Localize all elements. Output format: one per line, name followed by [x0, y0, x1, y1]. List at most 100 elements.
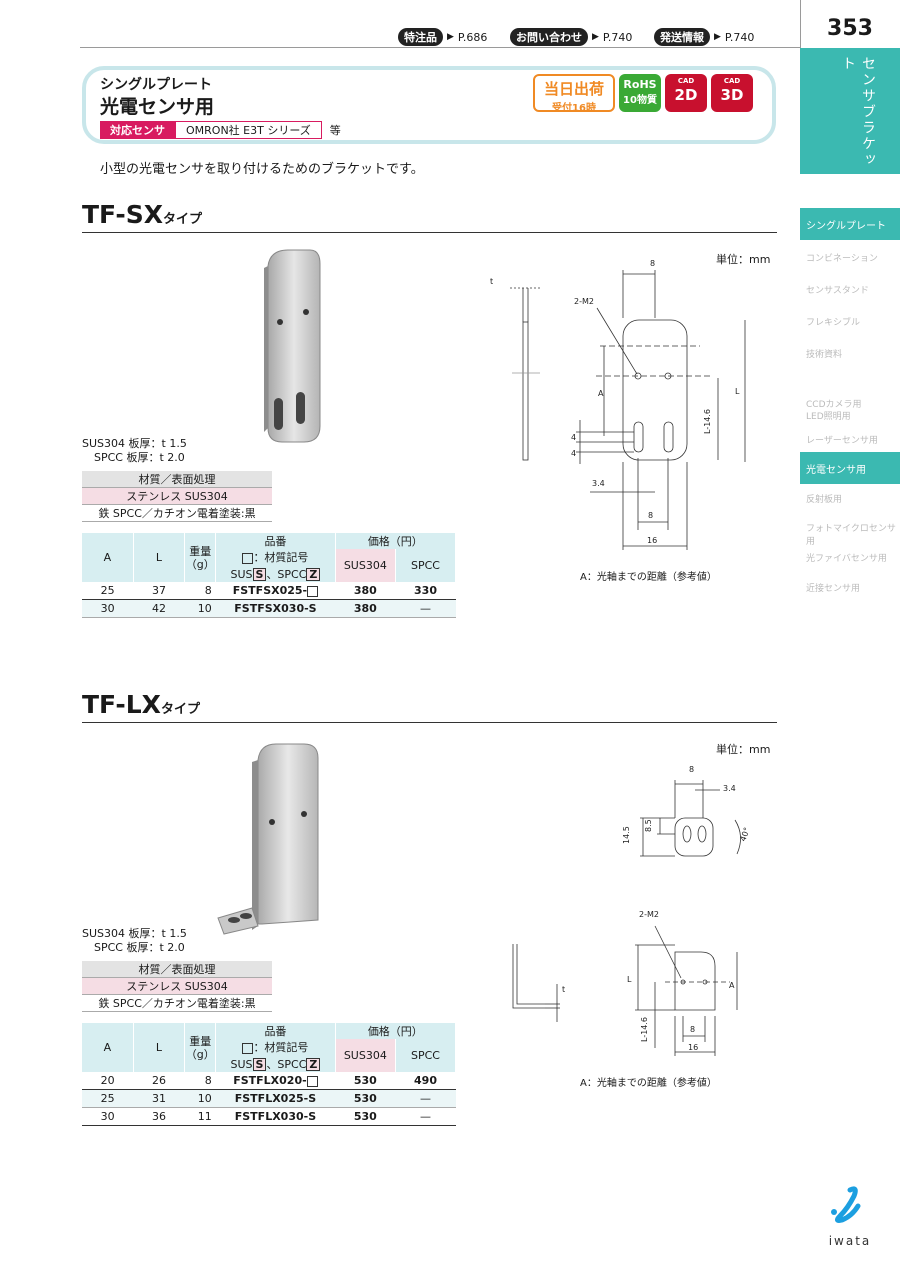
dim-16: 16 [688, 1043, 698, 1052]
sx-title-suffix: タイプ [163, 212, 203, 227]
category-tab[interactable]: センサブラケット [800, 48, 900, 174]
dim-l: L [627, 975, 632, 984]
sidebar-item-laser[interactable]: レーザーセンサ用 [806, 436, 878, 446]
compat-key: 対応センサ [100, 121, 175, 139]
spec-spcc: SPCC 板厚：t 2.0 [94, 941, 185, 954]
sidebar-item-combination[interactable]: コンビネーション [806, 254, 878, 264]
col-l: L [133, 533, 186, 582]
sidebar-item-reflector[interactable]: 反射板用 [806, 495, 843, 505]
sidebar-item-ccd[interactable]: CCDカメラ用 [806, 400, 862, 410]
sidebar-item-flexible[interactable]: フレキシブル [806, 318, 861, 328]
lx-dimension-drawing: 8 3.4 14.5 8.5 40° 2-M2 L A t L-14.6 8 1… [512, 765, 752, 1056]
sx-unit: 単位：mm [716, 253, 771, 266]
col-code: ：材質記号 [215, 1039, 336, 1055]
dim-4a: 4 [571, 433, 576, 442]
sx-material-table: 材質／表面処理 ステンレス SUS304 鉄 SPCC／カチオン電着塗装:黒 [82, 471, 272, 522]
dim-l-minus: L-14.6 [640, 1017, 649, 1042]
sx-dimension-drawing: t 8 2-M2 A L L-14.6 4 4 3.4 8 16 [490, 259, 746, 550]
lx-title-suffix: タイプ [160, 702, 200, 717]
cad-2d-badge[interactable]: CAD 2D [665, 74, 707, 112]
mat-sus: ステンレス SUS304 [82, 487, 272, 505]
ref-label: お問い合わせ [510, 28, 588, 46]
dim-8: 8 [648, 511, 653, 520]
rohs-sub: 10物質 [623, 95, 657, 106]
dim-14-5: 14.5 [622, 826, 631, 844]
logo-mark-icon [831, 1186, 861, 1223]
col-l: L [133, 1023, 186, 1072]
dim-a: A [598, 389, 604, 398]
ref-custom[interactable]: 特注品 ▶ P.686 [398, 28, 487, 46]
compatible-sensor: 対応センサ OMRON社 E3T シリーズ 等 [100, 121, 341, 139]
lx-spec: SUS304 板厚：t 1.5 SPCC 板厚：t 2.0 [82, 927, 187, 955]
cad-3d-badge[interactable]: CAD 3D [711, 74, 753, 112]
compat-suffix: 等 [329, 124, 341, 137]
col-part: 品番 [215, 1023, 336, 1039]
sidebar-item-fiber[interactable]: 光ファイバセンサ用 [806, 554, 887, 564]
col-weight: 重量（g） [184, 1023, 217, 1072]
lx-unit: 単位：mm [716, 743, 771, 756]
sidebar-item-photoelectric[interactable]: 光電センサ用 [800, 452, 900, 484]
sidebar-item-proximity[interactable]: 近接センサ用 [806, 584, 861, 594]
dim-8: 8 [690, 1025, 695, 1034]
col-weight: 重量（g） [184, 533, 217, 582]
lx-section-title: TF-LXタイプ [82, 690, 200, 719]
arrow-right-icon: ▶ [592, 32, 599, 42]
col-sus304: SUS304 [335, 549, 397, 582]
mat-spcc: 鉄 SPCC／カチオン電着塗装:黒 [82, 994, 272, 1012]
ref-page: P.686 [457, 30, 488, 44]
sidebar-item-photomicro[interactable]: フォトマイクロセンサ用 [806, 524, 896, 547]
dim-3-4: 3.4 [723, 784, 736, 793]
product-description: 小型の光電センサを取り付けるためのブラケットです。 [100, 162, 424, 177]
logo-text: iwata [828, 1234, 872, 1248]
header-separator [800, 0, 801, 48]
rohs-label: RoHS [623, 78, 657, 91]
dim-4b: 4 [571, 449, 576, 458]
mat-header: 材質／表面処理 [82, 961, 272, 978]
col-price: 価格（円） [335, 1023, 457, 1039]
dim-holes: 2-M2 [574, 297, 594, 306]
lx-section-rule [82, 722, 777, 723]
lx-note: A：光軸までの距離（参考値） [580, 1078, 717, 1089]
col-spcc: SPCC [395, 549, 456, 582]
col-spcc: SPCC [395, 1039, 456, 1072]
sidebar-item-led[interactable]: LED照明用 [806, 412, 851, 422]
sidebar-item-single-plate[interactable]: シングルプレート [800, 208, 900, 240]
product-header-card [82, 66, 776, 144]
same-day-badge: 当日出荷 受付16時 [533, 74, 615, 114]
lx-title: TF-LX [82, 690, 161, 719]
sx-product-photo [264, 249, 321, 443]
arrow-right-icon: ▶ [714, 32, 721, 42]
ref-page: P.740 [724, 30, 755, 44]
dim-l: L [735, 387, 740, 396]
dim-angle: 40° [738, 826, 751, 842]
arrow-right-icon: ▶ [447, 32, 454, 42]
sx-section-rule [82, 232, 777, 233]
ref-page: P.740 [602, 30, 633, 44]
sx-note: A：光軸までの距離（参考値） [580, 572, 717, 583]
same-day-sub: 受付16時 [552, 103, 596, 114]
header-rule [80, 47, 800, 48]
dim-t: t [562, 985, 565, 994]
dim-a: A [729, 981, 735, 990]
sx-price-table: A L 重量（g） 品番 価格（円） ：材質記号 SUS304 SPCC SUS… [82, 533, 457, 618]
dim-width-8: 8 [650, 259, 655, 268]
spec-spcc: SPCC 板厚：t 2.0 [94, 451, 185, 464]
dim-l-minus: L-14.6 [703, 409, 712, 434]
ref-label: 発送情報 [654, 28, 710, 46]
ref-shipping[interactable]: 発送情報 ▶ P.740 [654, 28, 754, 46]
same-day-label: 当日出荷 [543, 80, 604, 98]
cad-label: CAD [677, 77, 695, 85]
mat-spcc: 鉄 SPCC／カチオン電着塗装:黒 [82, 504, 272, 522]
sidebar-item-sensor-stand[interactable]: センサスタンド [806, 286, 869, 296]
col-code: ：材質記号 [215, 549, 336, 565]
ref-inquiry[interactable]: お問い合わせ ▶ P.740 [510, 28, 632, 46]
cad-3d-label: 3D [720, 86, 744, 104]
dim-8-5: 8.5 [644, 819, 653, 832]
sx-section-title: TF-SXタイプ [82, 200, 202, 229]
sidebar-item-tech[interactable]: 技術資料 [806, 350, 843, 360]
